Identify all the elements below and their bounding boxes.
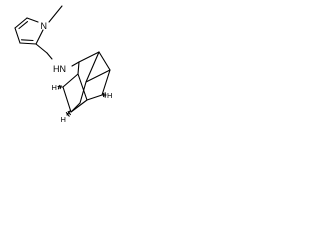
stereo-h-left-label: H [52, 83, 57, 92]
adamantane-c6-c7-bond [77, 73, 88, 101]
linker-ch2-nh-bond [46, 52, 53, 60]
pyrrole-c2-c3-bond [19, 42, 37, 45]
adamantane-c10-c4-bond [85, 69, 111, 83]
pyrrole-c3-c4-bond [14, 27, 21, 44]
adamantane-c5-c6-bond [86, 94, 103, 101]
nh-adamantyl-bond [71, 61, 80, 67]
adamantane-c10-c11-bond [79, 81, 87, 104]
adamantane-c2-c1-bond [77, 61, 80, 75]
linker-c2-ch2-bond [35, 43, 48, 54]
stereo-h-right-label: H [107, 91, 112, 100]
pyrrole-c4-c5-bond [14, 17, 28, 29]
stereo-h-bottom-label: H [61, 115, 66, 124]
ring-nitrogen-label: N [41, 21, 48, 31]
stereo-hash-left [57, 84, 63, 90]
pyrrole-n1-c2-bond [35, 29, 44, 45]
adamantane-c4-c5-bond [101, 69, 111, 96]
methyl-bond [48, 5, 63, 23]
pyrrole-c4-c5-double-bond [18, 21, 29, 30]
adamantane-c3-c4-bond [98, 51, 111, 71]
pyrrole-c5-n1-bond [26, 17, 39, 23]
structure-drawing: N HN H H H [14, 5, 112, 124]
stereo-hash-right [101, 92, 107, 98]
adamantane-c11-c9-bond [70, 102, 81, 113]
adamantane-c3-c10-bond [85, 51, 100, 83]
chemical-structure: N HN H H H [0, 0, 120, 132]
stereo-hash-bottom [65, 110, 71, 117]
adamantane-c1-c8-bond [62, 73, 79, 88]
adamantane-c8-c9-bond [62, 86, 72, 113]
adamantane-c2-c3-bond [78, 51, 100, 63]
amine-label: HN [53, 64, 66, 74]
pyrrole-c2-c3-double-bond [20, 39, 34, 42]
